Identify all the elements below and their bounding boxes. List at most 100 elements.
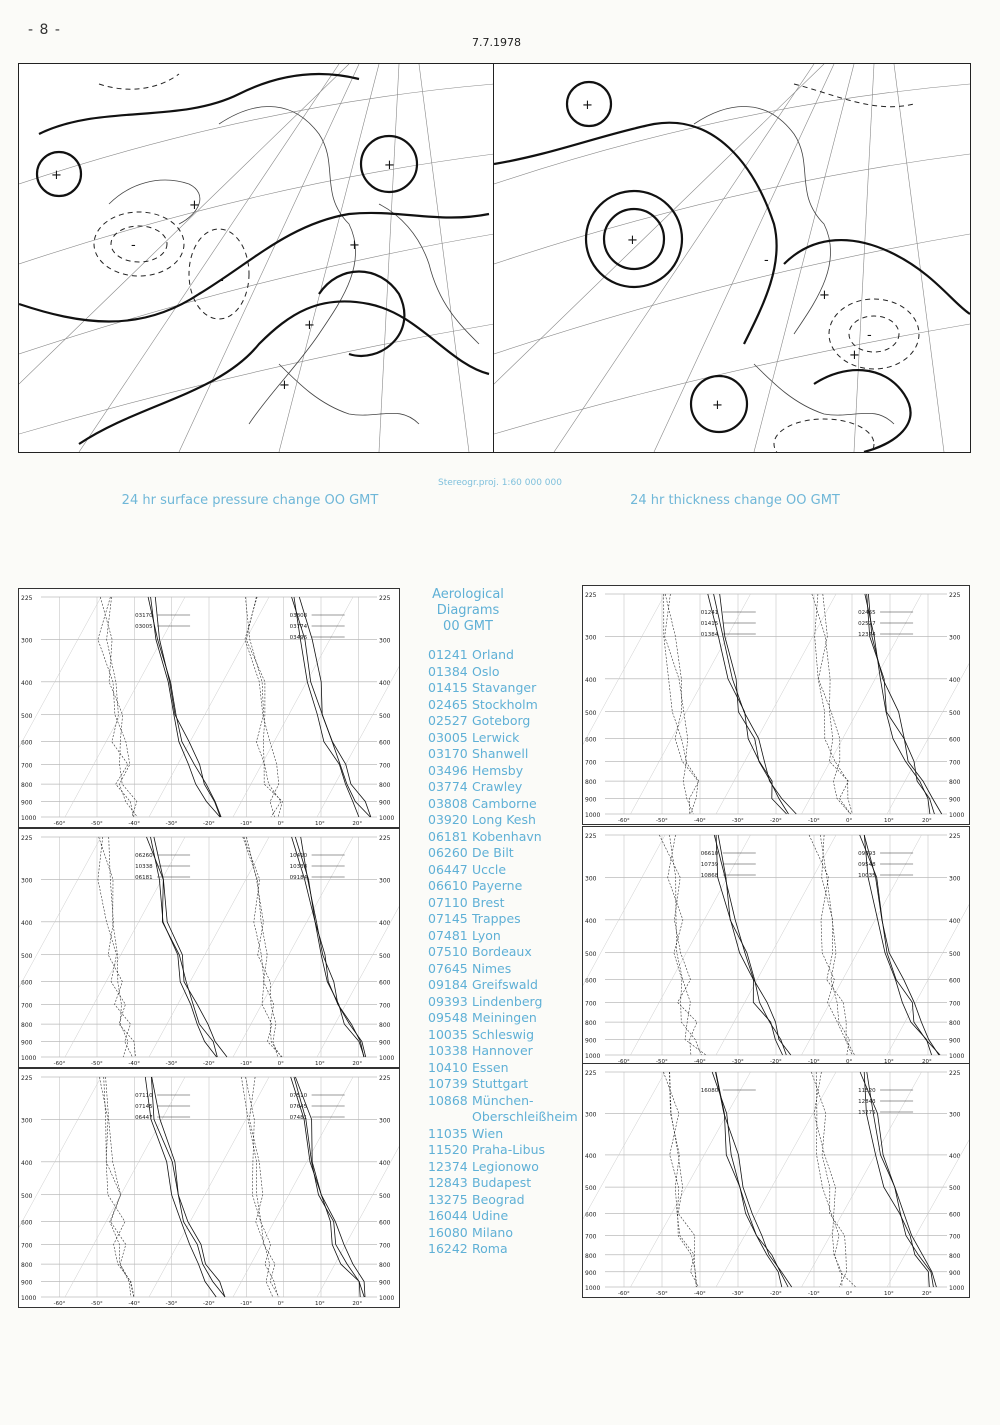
temperature-profile [713,834,792,1056]
pressure-label: 800 [949,779,961,786]
temperature-label: -10° [808,1059,820,1065]
pressure-label: 1000 [949,812,964,819]
temperature-profile [147,596,222,818]
left-map-caption: 24 hr surface pressure change OO GMT [121,493,379,508]
station-name: Trappes [472,911,521,926]
station-name: Kobenhavn [472,828,542,844]
pressure-label: 500 [585,710,597,717]
pressure-label: 400 [585,1153,597,1160]
diagram-station-code: 03005 [135,624,153,630]
pressure-label: 1000 [585,812,600,819]
pressure-label: 1000 [379,1055,394,1062]
temperature-label: -20° [770,1059,782,1065]
pressure-label: 500 [379,713,391,720]
page-number: - 8 - [28,22,61,38]
pressure-label: 500 [949,710,961,717]
temperature-profile [866,1071,937,1288]
pressure-label: 700 [379,762,391,769]
temperature-profile [151,1076,226,1298]
station-code: 11035 [428,1125,468,1141]
pressure-label: 225 [949,1070,961,1077]
adiabat-line [630,593,751,815]
station-name: Uccle [472,861,507,877]
station-code: 03496 [428,762,468,778]
dewpoint-profile [663,593,694,815]
pressure-label: 900 [949,1037,961,1044]
pressure-label: 700 [949,759,961,766]
temperature-label: -40° [128,821,140,827]
pressure-label: 900 [949,796,961,803]
dewpoint-profile [245,596,282,818]
pressure-label: 400 [379,1160,391,1167]
station-name: Payerne [472,878,523,893]
temperature-label: -10° [240,1061,252,1067]
pressure-label: 400 [21,920,33,927]
dewpoint-profile [97,596,138,818]
diagram-station-code: 09184 [290,875,308,881]
pressure-label: 1000 [585,1285,600,1292]
station-code: 06447 [428,861,468,877]
temperature-label: -10° [240,1301,252,1307]
dewpoint-profile [246,836,279,1058]
diagram-station-code: 06610 [701,851,719,857]
thickness-change-map: +++ +-+ - [493,63,971,453]
station-code: 03005 [428,729,468,745]
temperature-profile [144,1076,217,1298]
pressure-label: 225 [21,1075,33,1082]
legend-title-line: Aerological [432,587,504,602]
pressure-label: 800 [949,1020,961,1027]
dewpoint-profile [249,1076,274,1298]
diagram-station-code: 07510 [290,1093,308,1099]
temperature-profile [146,836,218,1058]
pressure-label: 900 [21,799,33,806]
temperature-label: 0° [278,1061,284,1067]
temperature-label: -30° [166,1061,178,1067]
pressure-label: 900 [379,1279,391,1286]
pressure-label: 500 [21,1193,33,1200]
temperature-label: 10° [884,1291,894,1297]
legend-title-line: Diagrams [436,603,500,618]
pressure-label: 900 [949,1270,961,1277]
dewpoint-profile [808,834,853,1056]
legend-title-line: 00 GMT [443,619,493,634]
temperature-profile [293,596,360,818]
station-name: Stuttgart [472,1076,529,1091]
pressure-label: 800 [21,782,33,789]
diagram-station-code: 10410 [290,853,308,859]
station-code: 16044 [428,1208,468,1223]
temperature-profile [298,596,372,818]
temperature-label: 20° [352,1301,362,1307]
temperature-label: -50° [91,1301,103,1307]
pressure-label: 1000 [585,1053,600,1060]
station-code: 12843 [428,1175,468,1190]
pressure-label: 300 [585,1111,597,1118]
pressure-label: 1000 [21,815,36,822]
pressure-label: 800 [379,1022,391,1029]
temperature-label: -20° [770,1291,782,1297]
dewpoint-profile [106,596,135,818]
diagram-station-code: 07645 [290,1104,308,1110]
pressure-label: 600 [585,737,597,744]
svg-text:+: + [304,318,315,333]
diagram-station-code: 01384 [701,632,719,638]
station-name: Brest [472,894,505,910]
adiabat-line [19,596,102,748]
temperature-profile [153,836,228,1058]
pressure-label: 800 [949,1253,961,1260]
temperature-profile [290,1076,361,1298]
station-code: 03808 [428,795,468,811]
temperature-profile [295,1076,366,1298]
temperature-label: 0° [278,1301,284,1307]
adiabat-line [886,663,969,815]
pressure-label: 400 [585,677,597,684]
